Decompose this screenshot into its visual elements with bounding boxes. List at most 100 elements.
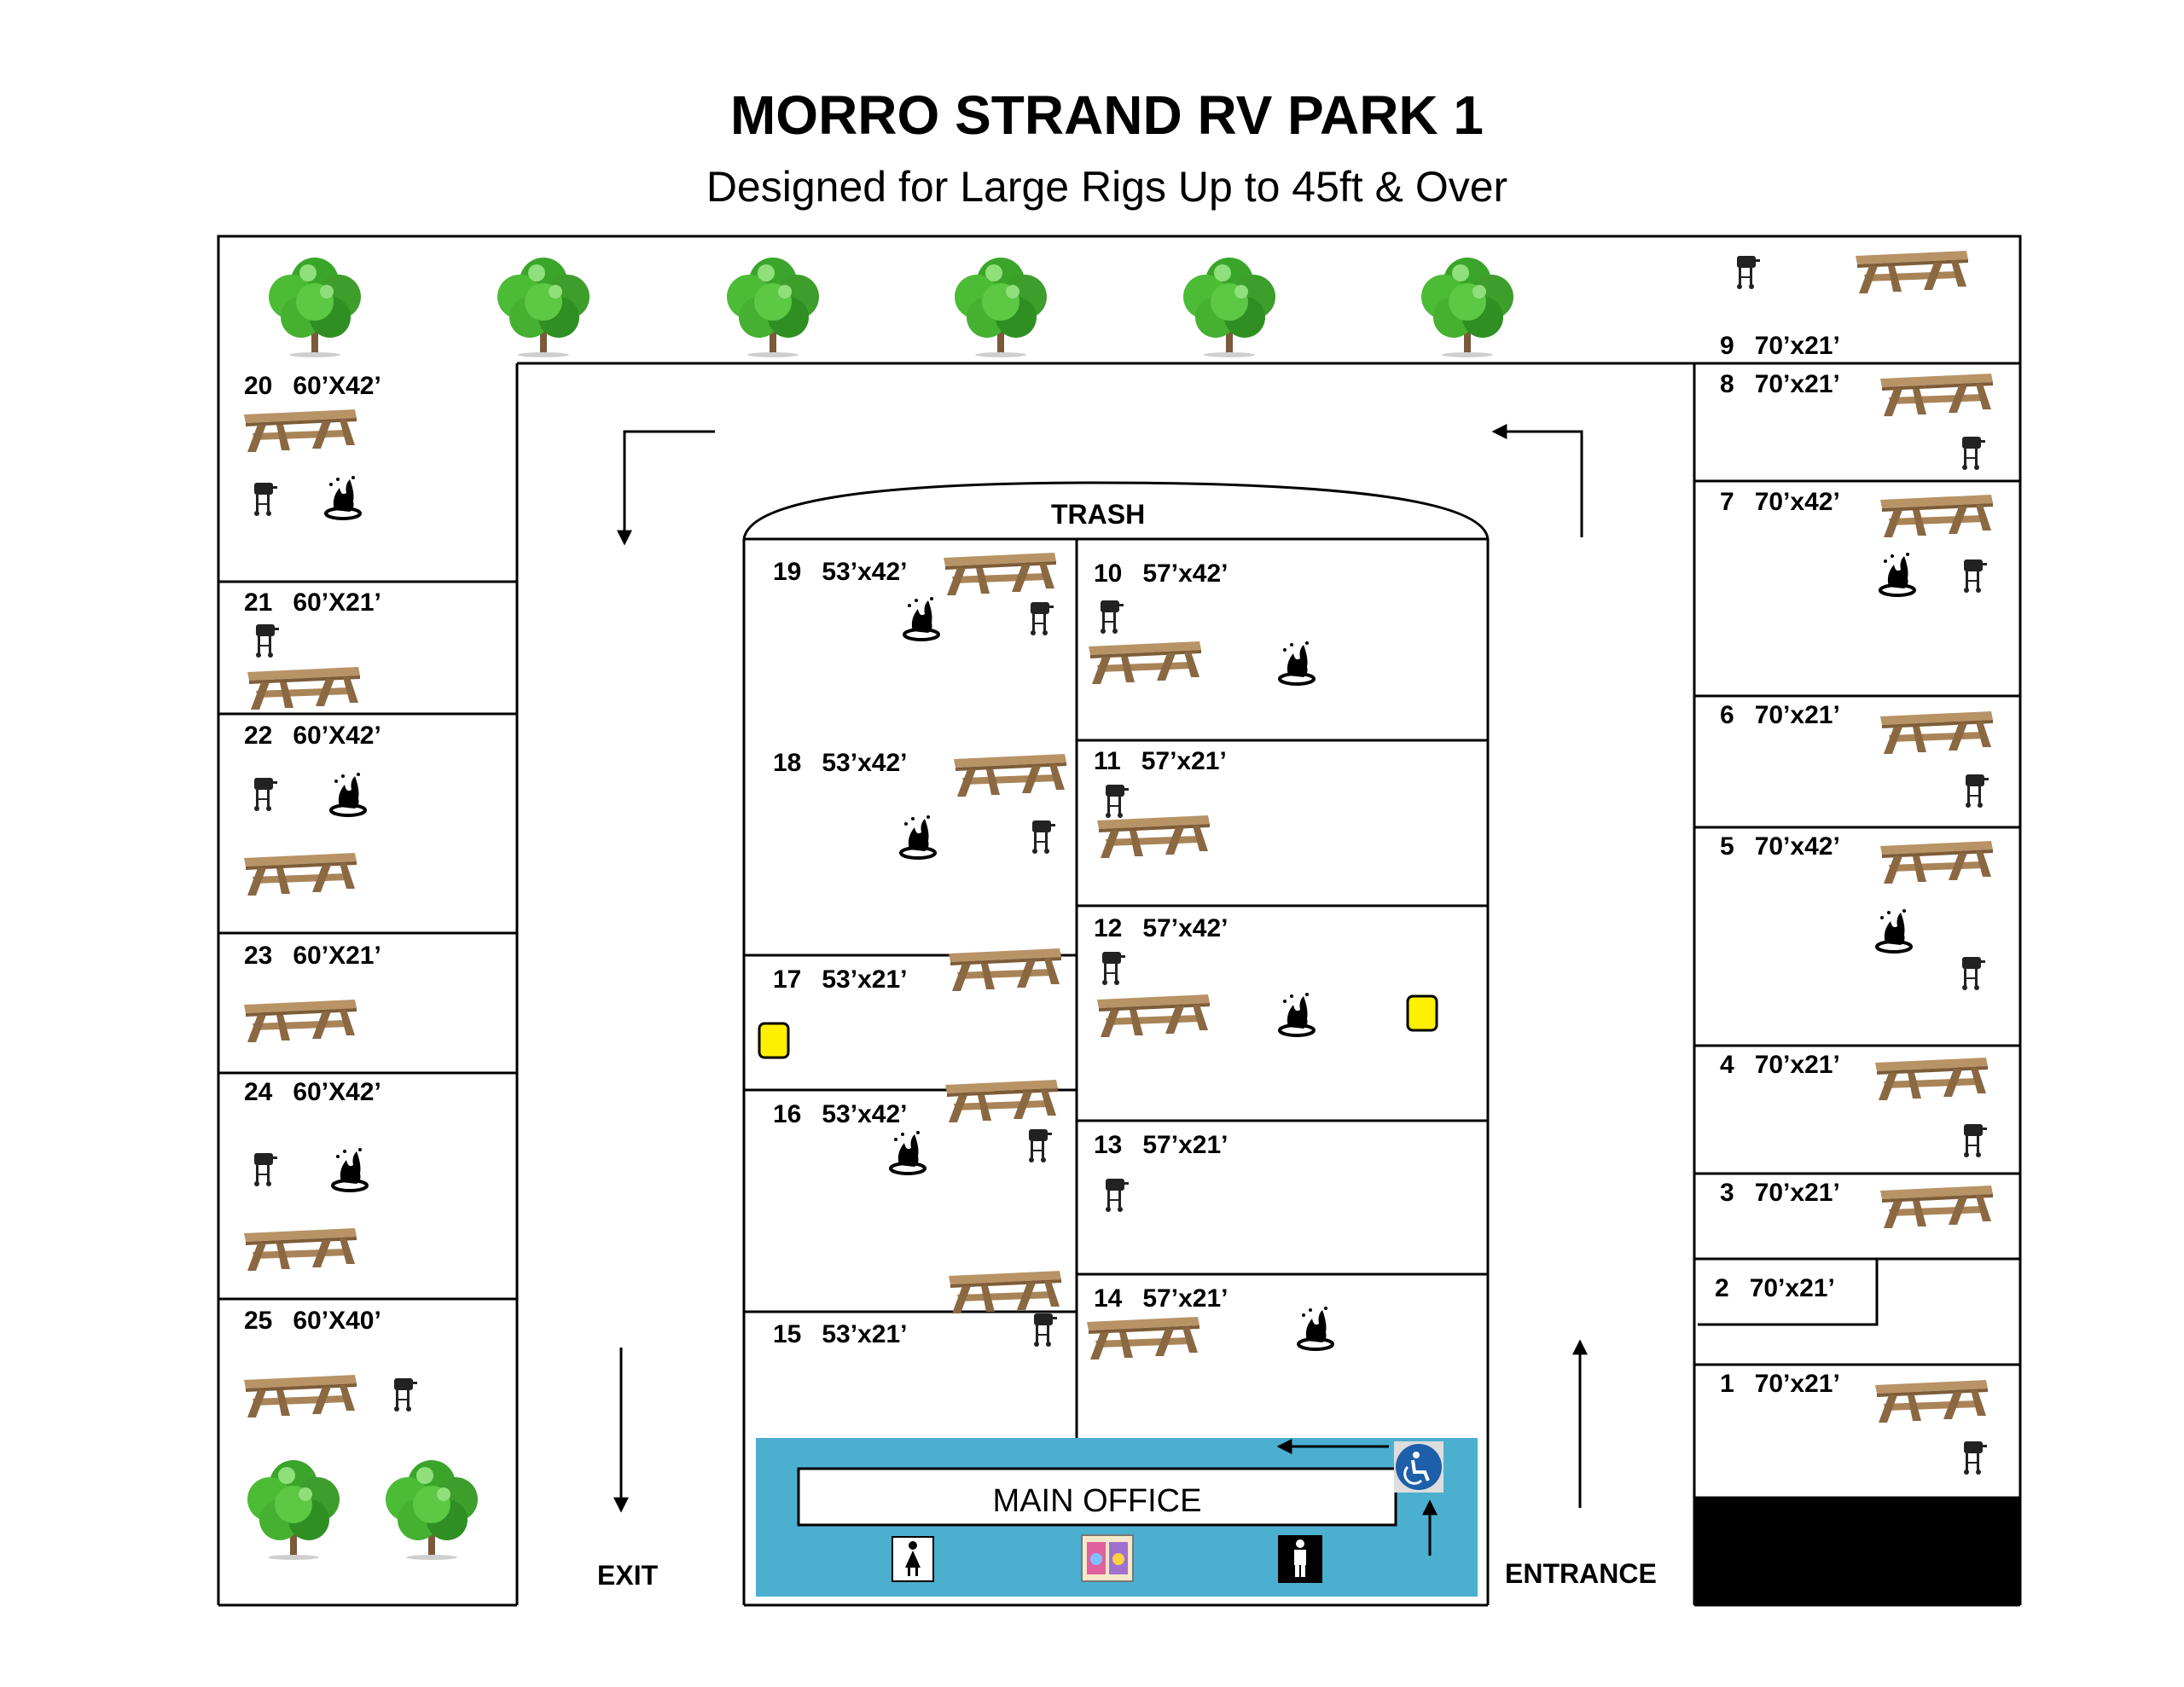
picnic-table-icon (244, 1228, 357, 1271)
picnic-table-icon (949, 948, 1061, 991)
grill-icon (1966, 774, 1989, 808)
utility-box-icon (1406, 994, 1438, 1032)
tree-row-top (267, 256, 1515, 359)
picnic-table-icon (244, 853, 357, 896)
picnic-table-icon (244, 409, 357, 452)
site-number: 20 (244, 372, 272, 400)
site-3[interactable]: 3 70’x21’ (1720, 1179, 1993, 1228)
picnic-table-icon (945, 1080, 1058, 1122)
site-number: 18 (773, 749, 801, 777)
accessible-icon (1394, 1441, 1443, 1493)
tree-icon (1420, 256, 1515, 359)
site-size: 53’x42’ (822, 749, 907, 777)
picnic-table-icon (244, 1375, 357, 1417)
picnic-table-icon (1880, 374, 1993, 416)
site-size: 70’x42’ (1755, 832, 1840, 861)
site-24[interactable]: 24 60’X42’ (244, 1078, 381, 1271)
tree-icon (267, 256, 363, 359)
site-18[interactable]: 18 53’x42’ (773, 749, 1066, 860)
svg-text:370’x21’: 3 70’x21’ (1720, 1179, 1840, 1207)
grill-icon (1964, 1124, 1987, 1157)
site-size: 70’x21’ (1755, 701, 1840, 729)
grill-icon (1737, 256, 1760, 289)
site-number: 13 (1094, 1131, 1122, 1159)
site-size: 70’x21’ (1755, 332, 1840, 360)
grill-icon (254, 483, 277, 516)
fire-pit-icon (1278, 640, 1316, 686)
map-subtitle: Designed for Large Rigs Up to 45ft & Ove… (706, 163, 1508, 211)
picnic-table-icon (954, 754, 1066, 797)
site-size: 60’X42’ (293, 1078, 380, 1106)
svg-text:970’x21’: 970’x21’ (1720, 332, 1840, 360)
picnic-table-icon (1097, 815, 1210, 858)
site-size: 57’x42’ (1142, 914, 1228, 942)
tree-icon (725, 256, 821, 359)
picnic-table-icon (1880, 711, 1993, 754)
site-size: 57’x21’ (1142, 1131, 1228, 1159)
trash-label: TRASH (1051, 499, 1145, 530)
fire-pit-icon (899, 814, 937, 860)
picnic-table-icon (1875, 1380, 1988, 1423)
svg-text:170’x21’: 170’x21’ (1720, 1370, 1840, 1398)
site-size: 60’X42’ (293, 722, 380, 750)
left-column-sites (218, 580, 517, 1301)
svg-text:270’x21’: 270’x21’ (1715, 1274, 1835, 1302)
site-number: 24 (244, 1078, 273, 1106)
grill-icon (1101, 600, 1124, 634)
picnic-table-icon (1097, 994, 1210, 1037)
site-size: 70’x21’ (1755, 1051, 1840, 1079)
site-number: 3 (1720, 1179, 1734, 1207)
site-number: 7 (1720, 488, 1734, 516)
site-size: 57’x21’ (1141, 747, 1227, 775)
site-size: 60’X40’ (293, 1307, 380, 1335)
utility-box-icon (758, 1022, 790, 1059)
fire-pit-icon (1297, 1305, 1334, 1351)
picnic-table-icon (1089, 641, 1201, 684)
main-office[interactable]: MAIN OFFICE (756, 1438, 1478, 1597)
picnic-table-icon (949, 1271, 1061, 1313)
picnic-table-icon (944, 553, 1056, 595)
picnic-table-icon (1880, 495, 1993, 537)
site-size: 53’x21’ (822, 965, 907, 994)
fire-pit-icon (1875, 907, 1913, 954)
tree-icon (953, 256, 1048, 359)
site-size: 70’x21’ (1755, 1370, 1840, 1398)
site-size: 60’X21’ (293, 942, 380, 970)
site-12[interactable]: 12 57’x42’ (1094, 914, 1438, 1037)
site-number: 15 (773, 1320, 801, 1348)
site-13[interactable]: 13 57’x21’ (1094, 1131, 1228, 1212)
site-number: 12 (1094, 914, 1122, 942)
svg-text:470’x21’: 470’x21’ (1720, 1051, 1840, 1079)
svg-text:670’x21’: 670’x21’ (1720, 701, 1840, 729)
svg-text:770’x42’: 770’x42’ (1720, 488, 1840, 516)
picnic-table-icon (1087, 1317, 1199, 1359)
site-size: 70’x21’ (1755, 1179, 1840, 1207)
picnic-table-icon (1856, 251, 1968, 293)
